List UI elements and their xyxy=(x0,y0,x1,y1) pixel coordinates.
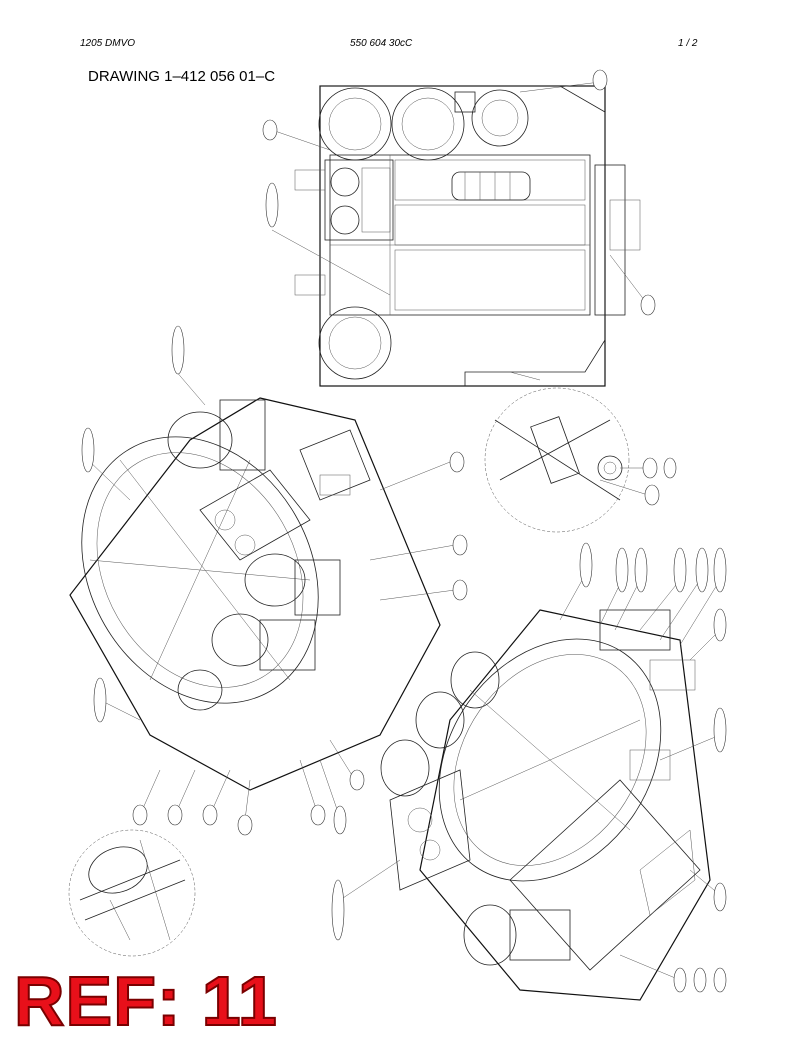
isometric-view-right xyxy=(331,542,727,1001)
top-view xyxy=(262,69,656,387)
page-number: 1 / 2 xyxy=(678,38,698,49)
drawing-title: DRAWING 1–412 056 01–C xyxy=(88,68,276,85)
reference-label: REF: 11 xyxy=(13,962,278,1040)
detail-circle-top xyxy=(484,387,677,533)
isometric-view-left xyxy=(69,325,468,836)
part-number: 550 604 30cC xyxy=(350,38,413,49)
detail-circle-bottom xyxy=(68,829,196,957)
document-id: 1205 DMVO xyxy=(80,38,136,49)
